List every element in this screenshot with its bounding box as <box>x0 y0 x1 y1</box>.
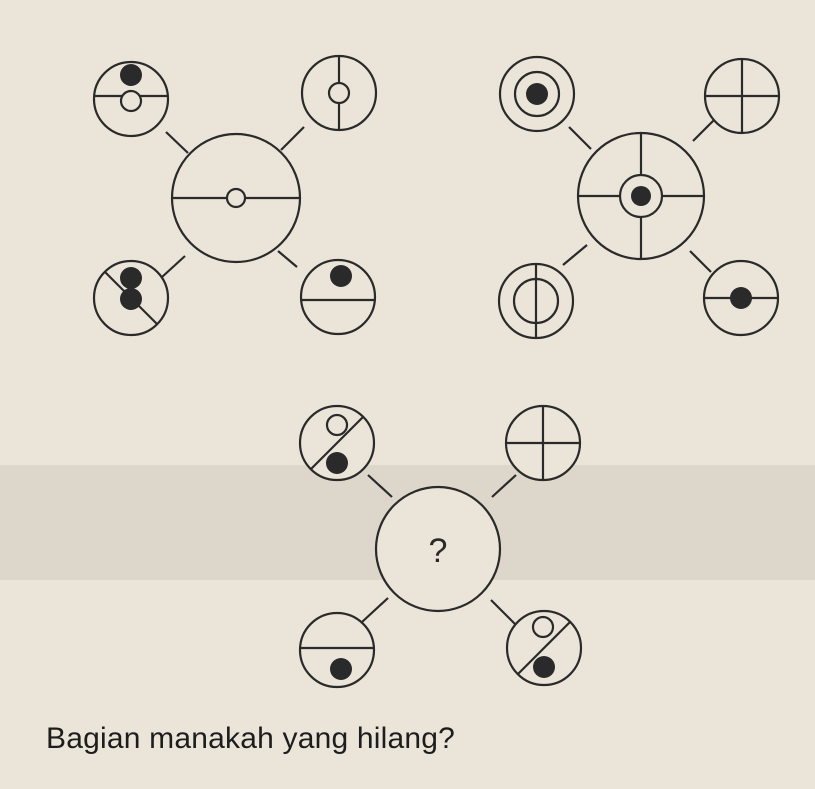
connector-line <box>361 597 389 623</box>
missing-part-symbol: ? <box>429 532 448 570</box>
figure-2 <box>497 55 781 340</box>
satellite-bottom-right <box>505 609 583 687</box>
hub-circle: ? <box>374 485 502 613</box>
satellite-top-right <box>300 54 378 132</box>
satellite-bottom-right <box>702 259 780 337</box>
satellite-bottom-right <box>299 258 377 336</box>
satellite-bottom-left <box>298 611 376 689</box>
connector-line <box>562 244 588 266</box>
connector-line <box>491 474 517 498</box>
question-text: Bagian manakah yang hilang? <box>46 722 456 755</box>
connector-line <box>165 131 189 154</box>
connector-line <box>490 599 518 627</box>
figure-3: ? <box>298 404 583 689</box>
satellite-top-right <box>703 57 781 135</box>
connector-line <box>367 474 393 498</box>
satellite-top-left <box>92 60 170 138</box>
satellite-top-right <box>504 404 582 482</box>
hub-circle <box>170 132 302 264</box>
connector-line <box>277 250 298 268</box>
satellite-bottom-left <box>92 259 170 337</box>
connector-line <box>161 255 186 278</box>
connector-line <box>280 126 305 151</box>
hub-circle <box>576 131 706 261</box>
satellite-top-left <box>298 404 376 482</box>
figure-1 <box>92 54 378 337</box>
connector-line <box>689 250 712 273</box>
satellite-top-left <box>498 55 576 133</box>
satellite-bottom-left <box>497 262 575 340</box>
connector-line <box>692 119 715 142</box>
connector-line <box>568 126 592 150</box>
